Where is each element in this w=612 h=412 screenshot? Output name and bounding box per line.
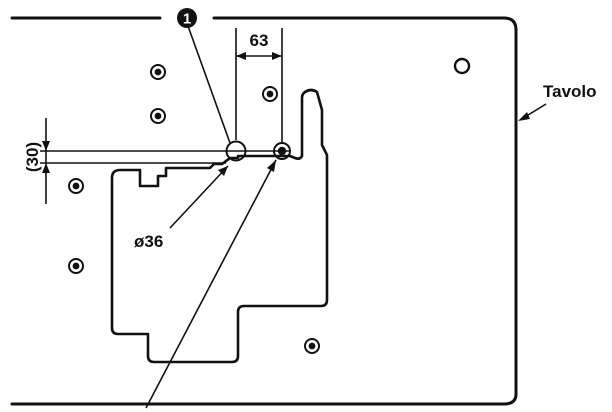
screw-3: [262, 86, 278, 102]
callout-number: 1: [183, 11, 191, 28]
screw-5: [68, 258, 84, 274]
callout-leader: [187, 25, 231, 144]
arrow-63-right: [272, 52, 282, 60]
center-leader: [145, 159, 277, 409]
arrow-center: [267, 160, 276, 172]
screw-2: [150, 108, 166, 124]
dimension-63-label: 63: [250, 31, 269, 50]
table-label: Tavolo: [543, 82, 597, 101]
screw-4: [68, 178, 84, 194]
screw-6: [304, 338, 320, 354]
callout-marker: [177, 8, 197, 28]
plain-hole: [453, 57, 471, 75]
table-outline: [10, 16, 518, 406]
arrow-diameter: [218, 166, 228, 176]
screw-1: [150, 64, 166, 80]
diameter-leader: [169, 165, 229, 229]
arrow-63-left: [236, 52, 246, 60]
arrow-30-top: [42, 141, 50, 151]
dimension-30-label: (30): [23, 142, 42, 172]
arrow-table: [518, 112, 530, 121]
arrow-30-bottom: [42, 163, 50, 173]
table-cutout: [110, 88, 329, 364]
diameter-label: ø36: [134, 232, 163, 251]
